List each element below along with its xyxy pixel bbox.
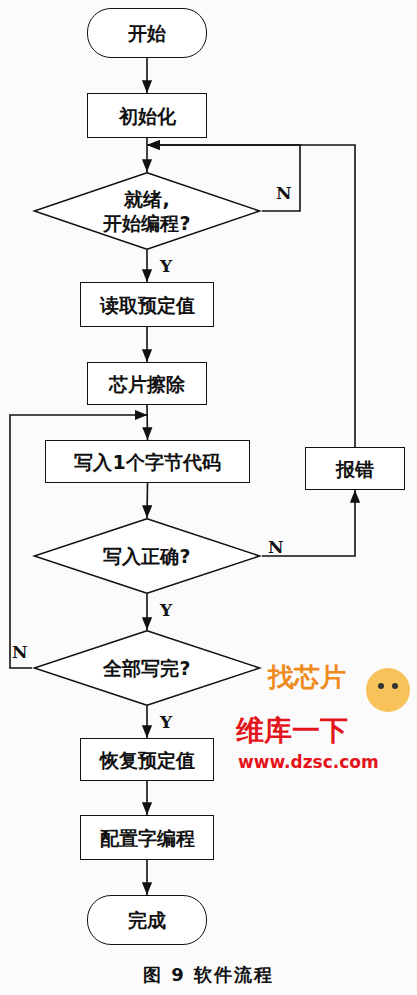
node-text: 开始 bbox=[128, 21, 166, 45]
process-box: 初始化 bbox=[87, 93, 207, 138]
watermark-text: 维库一下 bbox=[236, 712, 348, 750]
node-text: 写入1个字节代码 bbox=[74, 450, 220, 474]
figure-caption: 图 9 软件流程 bbox=[0, 963, 417, 987]
branch-label: Y bbox=[160, 256, 172, 276]
process-box: 报错 bbox=[305, 447, 405, 490]
watermark-eye bbox=[378, 683, 384, 689]
branch-label: N bbox=[12, 642, 28, 662]
decision-diamond: 就绪, 开始编程? bbox=[32, 172, 262, 250]
node-text: 初始化 bbox=[119, 104, 176, 128]
node-text: 就绪, 开始编程? bbox=[87, 187, 207, 235]
process-box: 读取预定值 bbox=[80, 282, 214, 327]
flow-arrow bbox=[146, 706, 148, 738]
flow-arrow bbox=[146, 860, 148, 895]
node-text: 配置字编程 bbox=[100, 826, 195, 850]
decision-diamond: 写入正确? bbox=[32, 518, 262, 594]
branch-label: Y bbox=[160, 600, 172, 620]
process-box: 写入1个字节代码 bbox=[45, 440, 250, 483]
process-box: 配置字编程 bbox=[80, 815, 214, 860]
decision-diamond: 全部写完? bbox=[32, 630, 262, 706]
process-box: 芯片擦除 bbox=[87, 362, 207, 405]
flow-arrow bbox=[146, 327, 148, 362]
node-text: 报错 bbox=[336, 457, 374, 481]
node-text: 全部写完? bbox=[103, 656, 190, 680]
node-text: 芯片擦除 bbox=[109, 372, 185, 396]
watermark-eye bbox=[392, 683, 398, 689]
branch-label: N bbox=[276, 183, 292, 203]
node-text: 读取预定值 bbox=[100, 293, 195, 317]
flow-arrow bbox=[146, 138, 148, 172]
terminal-box: 开始 bbox=[87, 8, 207, 58]
terminal-box: 完成 bbox=[87, 895, 207, 945]
flow-arrow bbox=[262, 490, 355, 556]
node-text: 完成 bbox=[128, 908, 166, 932]
node-text: 恢复预定值 bbox=[100, 748, 195, 772]
flow-arrow bbox=[146, 483, 148, 518]
node-text: 写入正确? bbox=[103, 544, 190, 568]
flow-arrow bbox=[146, 405, 148, 440]
branch-label: N bbox=[268, 537, 284, 557]
flow-arrow bbox=[146, 58, 148, 93]
flow-arrow bbox=[146, 781, 148, 815]
watermark-text: 找芯片 bbox=[268, 660, 346, 695]
diamond-outline bbox=[32, 172, 262, 250]
branch-label: Y bbox=[160, 712, 172, 732]
process-box: 恢复预定值 bbox=[80, 738, 214, 781]
flow-arrow bbox=[146, 594, 148, 630]
watermark-face bbox=[366, 668, 410, 712]
flow-arrow bbox=[146, 250, 148, 282]
watermark-text: www.dzsc.com bbox=[238, 752, 379, 772]
